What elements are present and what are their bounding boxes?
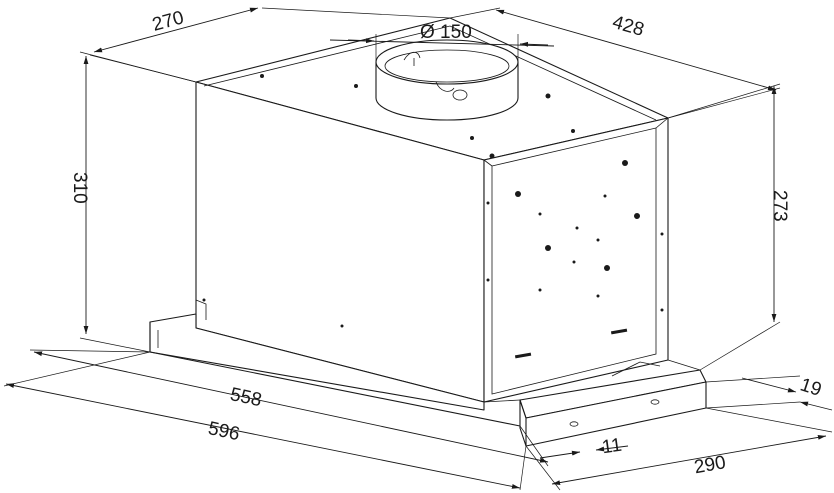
dim-19-label: 19: [797, 374, 824, 401]
hood-side-inner-border: [491, 127, 657, 395]
dim-273-label: 273: [769, 190, 790, 222]
dim-273: 273: [667, 83, 790, 371]
dim-310-label: 310: [69, 172, 90, 204]
dim-310: 310: [69, 51, 197, 353]
dim-150-label: Ø 150: [420, 22, 472, 43]
mounting-holes: [202, 74, 664, 359]
dim-428-label: 428: [610, 12, 646, 41]
hood-side-face: [483, 117, 669, 403]
dim-150: Ø 150: [329, 22, 555, 62]
dim-11: 11: [539, 435, 629, 459]
dim-11-label: 11: [601, 435, 623, 459]
dim-19: 19: [705, 374, 833, 411]
duct-collar: [375, 39, 519, 121]
dim-558-label: 558: [228, 384, 263, 411]
dim-290-label: 290: [693, 452, 728, 478]
dim-270-label: 270: [150, 7, 186, 35]
dim-596-label: 596: [206, 418, 241, 445]
